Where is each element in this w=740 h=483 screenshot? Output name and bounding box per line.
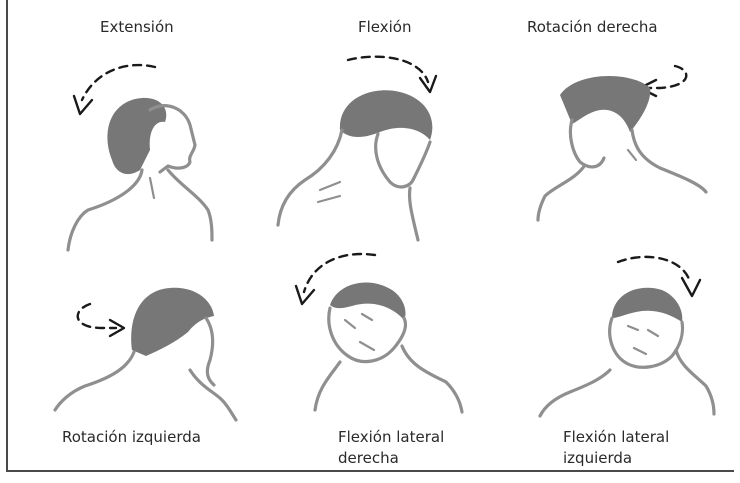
figure-right-lateral-flexion [296, 254, 462, 412]
hair-left-rotation [131, 288, 214, 356]
throat-extension [150, 178, 154, 198]
shoulder-left-rotation [190, 370, 236, 420]
hair-left-lateral-flexion [612, 288, 682, 322]
figure-right-rotation [538, 66, 706, 220]
arrow-left-lateral-flexion [618, 257, 690, 282]
hair-right-rotation [560, 76, 650, 132]
spine-flexion [320, 182, 340, 190]
neck-left-rotation [55, 352, 134, 410]
hair-flexion [340, 90, 432, 140]
mouth-left-left-lateral-flexion [634, 348, 646, 354]
neck-right-rotation [632, 130, 706, 192]
arrow-right-rotation [648, 66, 686, 88]
arrowhead-flexion [420, 76, 436, 92]
hair-extension [107, 98, 166, 174]
arrowhead-left-lateral-flexion [682, 278, 700, 296]
figure-left-lateral-flexion [540, 257, 714, 416]
face-right-rotation [570, 120, 604, 167]
figure-left-rotation [55, 288, 236, 420]
right-shoulder-left-lateral-flexion [676, 350, 714, 414]
hair-right-lateral-flexion [330, 283, 406, 320]
neck-left-lateral-flexion [540, 370, 610, 416]
eye-left-left-lateral-flexion [628, 326, 638, 330]
collar-flexion [318, 196, 340, 202]
mouth-right-lateral-flexion [360, 342, 374, 350]
figure-flexion [278, 57, 436, 240]
face-left-lateral-flexion [610, 318, 683, 367]
neck-back-flexion [278, 130, 342, 225]
shoulder-flexion [409, 188, 418, 240]
face-left-rotation [206, 318, 214, 385]
eye-left-right-lateral-flexion [345, 320, 355, 328]
ear-right-rotation [628, 150, 636, 160]
arrow-extension [82, 65, 155, 100]
figure-extension [68, 65, 212, 250]
right-shoulder-right-lateral-flexion [402, 346, 462, 412]
eye-right-left-lateral-flexion [648, 330, 658, 336]
neck-extension [68, 170, 142, 250]
arrow-left-rotation [78, 304, 116, 328]
shoulder-right-rotation [538, 165, 585, 220]
face-flexion [376, 134, 430, 187]
shoulder-extension [168, 170, 212, 240]
left-shoulder-right-lateral-flexion [315, 362, 340, 410]
arrow-flexion [348, 57, 428, 82]
eye-right-right-lateral-flexion [362, 314, 372, 320]
